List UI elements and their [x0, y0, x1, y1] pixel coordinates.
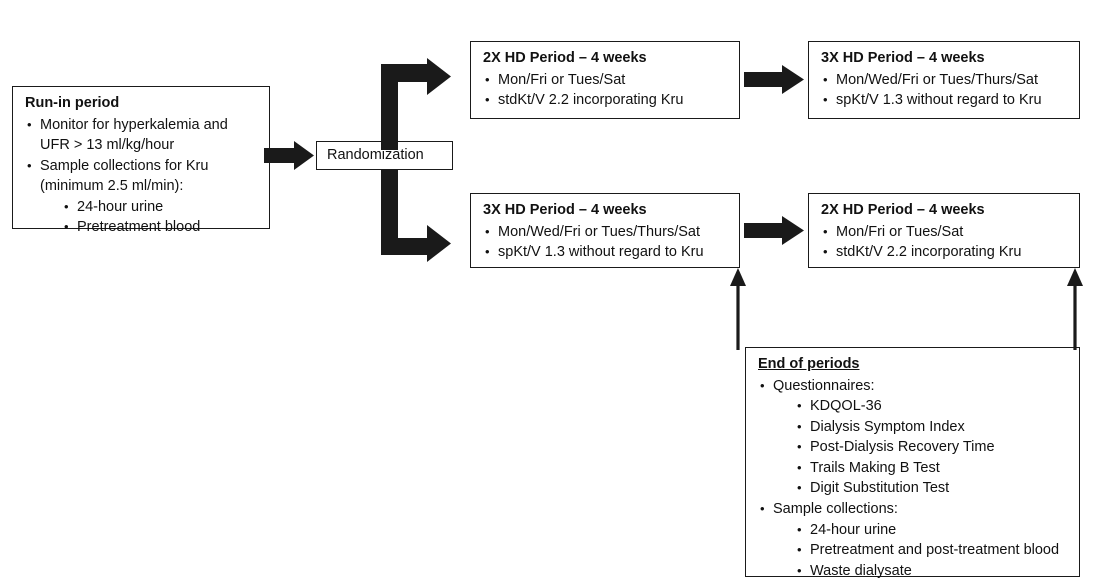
- box-period2-top-heading: 3X HD Period – 4 weeks: [821, 50, 985, 66]
- arrow-2x-top-to-3x-top-icon: [744, 65, 804, 94]
- list-item: spKt/V 1.3 without regard to Kru: [821, 90, 1069, 111]
- box-run-in-period-list: Monitor for hyperkalemia and UFR > 13 ml…: [25, 115, 259, 238]
- sub-list-item: Pretreatment blood: [62, 217, 259, 238]
- sub-list-item: Waste dialysate: [795, 561, 1069, 582]
- box-period1-top-list: Mon/Fri or Tues/Sat stdKt/V 2.2 incorpor…: [483, 70, 729, 111]
- sub-list-item: Post-Dialysis Recovery Time: [795, 437, 1069, 458]
- list-item: Mon/Wed/Fri or Tues/Thurs/Sat: [483, 222, 729, 243]
- sub-list-item: KDQOL-36: [795, 396, 1069, 417]
- box-period2-top-3x-hd: 3X HD Period – 4 weeks Mon/Wed/Fri or Tu…: [808, 41, 1080, 119]
- sub-list-item: Pretreatment and post-treatment blood: [795, 540, 1069, 561]
- list-item: Mon/Fri or Tues/Sat: [483, 70, 729, 91]
- list-item-text: Monitor for hyperkalemia and: [40, 116, 228, 133]
- list-item: Mon/Fri or Tues/Sat: [821, 222, 1069, 243]
- box-period2-top-list: Mon/Wed/Fri or Tues/Thurs/Sat spKt/V 1.3…: [821, 70, 1069, 111]
- arrow-randomization-to-2x-top-icon: [381, 58, 451, 150]
- box-period1-top-2x-hd: 2X HD Period – 4 weeks Mon/Fri or Tues/S…: [470, 41, 740, 119]
- box-period1-bottom-3x-hd: 3X HD Period – 4 weeks Mon/Wed/Fri or Tu…: [470, 193, 740, 268]
- list-item-text: Sample collections for Kru: [40, 157, 209, 174]
- list-item: Monitor for hyperkalemia and UFR > 13 ml…: [25, 115, 259, 156]
- arrow-3x-bottom-to-2x-bottom-icon: [744, 216, 804, 245]
- list-item: Questionnaires: KDQOL-36 Dialysis Sympto…: [758, 376, 1069, 499]
- box-end-of-periods-list: Questionnaires: KDQOL-36 Dialysis Sympto…: [758, 376, 1069, 582]
- list-item-text: Questionnaires:: [773, 377, 875, 394]
- sub-list: KDQOL-36 Dialysis Symptom Index Post-Dia…: [773, 396, 1069, 499]
- sub-list-item: Trails Making B Test: [795, 458, 1069, 479]
- box-end-of-periods-heading: End of periods: [758, 356, 860, 372]
- box-period1-top-heading: 2X HD Period – 4 weeks: [483, 50, 647, 66]
- list-item: stdKt/V 2.2 incorporating Kru: [483, 90, 729, 111]
- sub-list: 24-hour urine Pretreatment blood: [40, 197, 259, 238]
- box-period2-bottom-2x-hd: 2X HD Period – 4 weeks Mon/Fri or Tues/S…: [808, 193, 1080, 268]
- box-period2-bottom-list: Mon/Fri or Tues/Sat stdKt/V 2.2 incorpor…: [821, 222, 1069, 263]
- box-period1-bottom-heading: 3X HD Period – 4 weeks: [483, 202, 647, 218]
- list-item-continuation: (minimum 2.5 ml/min):: [40, 178, 184, 195]
- list-item: spKt/V 1.3 without regard to Kru: [483, 242, 729, 263]
- box-period1-bottom-list: Mon/Wed/Fri or Tues/Thurs/Sat spKt/V 1.3…: [483, 222, 729, 263]
- sub-list-item: Dialysis Symptom Index: [795, 417, 1069, 438]
- list-item-text: Sample collections:: [773, 501, 898, 518]
- box-period2-bottom-heading: 2X HD Period – 4 weeks: [821, 202, 985, 218]
- list-item: Sample collections for Kru (minimum 2.5 …: [25, 156, 259, 238]
- list-item: Sample collections: 24-hour urine Pretre…: [758, 499, 1069, 581]
- box-randomization-label: Randomization: [327, 147, 424, 163]
- sub-list-item: 24-hour urine: [795, 520, 1069, 541]
- list-item: stdKt/V 2.2 incorporating Kru: [821, 242, 1069, 263]
- sub-list-item: 24-hour urine: [62, 197, 259, 218]
- arrow-runin-to-randomization-icon: [264, 141, 314, 170]
- sub-list-item: Digit Substitution Test: [795, 478, 1069, 499]
- sub-list: 24-hour urine Pretreatment and post-trea…: [773, 520, 1069, 582]
- list-item-continuation: UFR > 13 ml/kg/hour: [40, 137, 175, 154]
- box-run-in-period: Run-in period Monitor for hyperkalemia a…: [12, 86, 270, 237]
- list-item: Mon/Wed/Fri or Tues/Thurs/Sat: [821, 70, 1069, 91]
- arrow-endperiods-to-3x-bottom-icon: [730, 268, 746, 350]
- arrow-randomization-to-3x-bottom-icon: [381, 170, 451, 262]
- box-end-of-periods: End of periods Questionnaires: KDQOL-36 …: [745, 347, 1080, 580]
- box-run-in-period-heading: Run-in period: [25, 95, 120, 111]
- arrow-endperiods-to-2x-bottom-icon: [1067, 268, 1083, 350]
